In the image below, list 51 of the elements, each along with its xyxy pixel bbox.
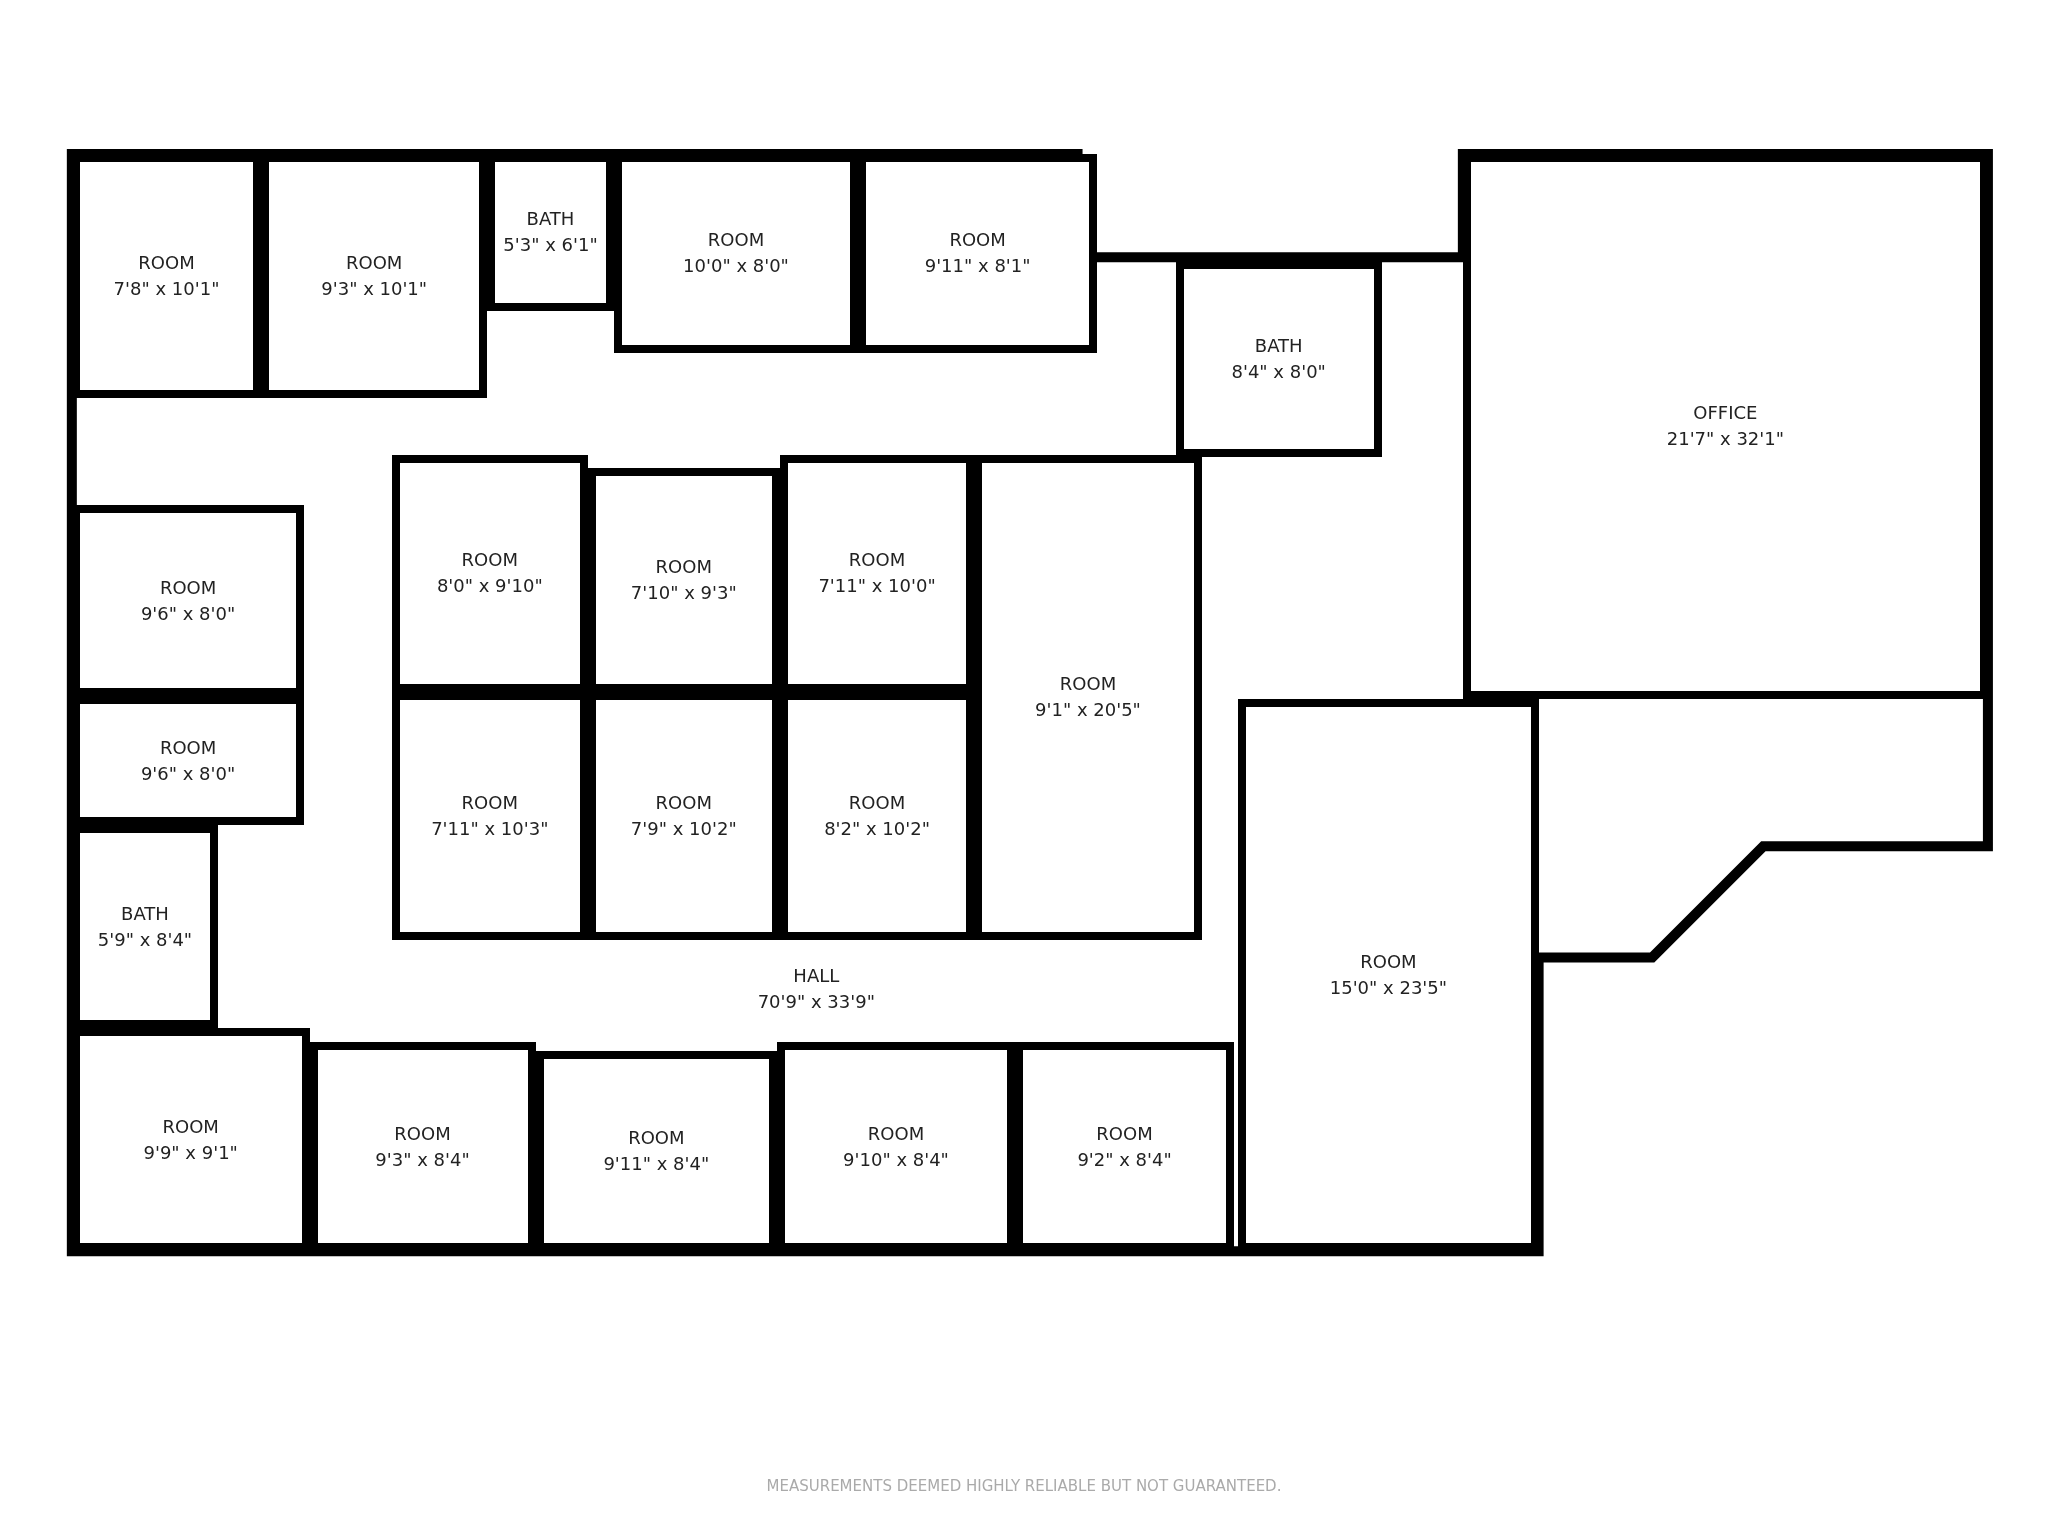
room-name: ROOM <box>461 791 518 816</box>
room-dimensions: 9'11" x 8'1" <box>924 254 1031 279</box>
room-dimensions: 9'2" x 8'4" <box>1077 1147 1172 1172</box>
room-name: BATH <box>526 207 575 232</box>
room-outline <box>974 454 1202 941</box>
room-outline <box>1175 261 1382 458</box>
room-name: ROOM <box>159 735 217 760</box>
room-name: ROOM <box>655 791 712 816</box>
room-dimensions: 9'6" x 8'0" <box>140 761 236 786</box>
room-name: ROOM <box>848 791 906 816</box>
room-name: ROOM <box>461 548 518 573</box>
room-dimensions: 7'9" x 10'2" <box>630 817 737 842</box>
room-name: ROOM <box>867 1121 925 1146</box>
room-dimensions: 9'3" x 10'1" <box>321 277 428 302</box>
room-dimensions: 8'0" x 9'10" <box>436 574 543 599</box>
room-name: ROOM <box>1059 672 1117 697</box>
room-dimensions: 7'10" x 9'3" <box>630 580 737 605</box>
room-dimensions: 9'11" x 8'4" <box>603 1152 710 1177</box>
room-dimensions: 5'9" x 8'4" <box>97 927 193 952</box>
room-name: ROOM <box>346 251 403 276</box>
room-dimensions: 9'6" x 8'0" <box>140 601 236 626</box>
room-name: ROOM <box>848 548 906 573</box>
room-dimensions: 8'4" x 8'0" <box>1231 360 1326 385</box>
room-name: ROOM <box>655 554 712 579</box>
room-name: ROOM <box>1096 1121 1153 1146</box>
room-dimensions: 21'7" x 32'1" <box>1666 427 1784 452</box>
room-dimensions: 9'3" x 8'4" <box>375 1147 470 1172</box>
room-dimensions: 10'0" x 8'0" <box>683 254 789 279</box>
room-name: ROOM <box>394 1121 451 1146</box>
room-dimensions: 8'2" x 10'2" <box>824 817 930 842</box>
room-name: OFFICE <box>1693 401 1758 426</box>
room-dimensions: 9'9" x 9'1" <box>143 1140 238 1165</box>
room-name: ROOM <box>949 228 1006 253</box>
room-dimensions: 5'3" x 6'1" <box>503 233 598 258</box>
room-name: ROOM <box>628 1126 685 1151</box>
room-dimensions: 7'11" x 10'3" <box>431 817 549 842</box>
room-name: BATH <box>1254 334 1303 359</box>
room-dimensions: 9'1" x 20'5" <box>1035 698 1141 723</box>
room-dimensions: 70'9" x 33'9" <box>757 990 875 1015</box>
room-dimensions: 9'10" x 8'4" <box>843 1147 949 1172</box>
room-name: ROOM <box>162 1114 219 1139</box>
room-name: BATH <box>121 901 169 926</box>
room-dimensions: 7'11" x 10'0" <box>818 574 936 599</box>
room-name: ROOM <box>138 251 195 276</box>
room-name: ROOM <box>1360 950 1417 974</box>
disclaimer-note: MEASUREMENTS DEEMED HIGHLY RELIABLE BUT NOT GUARANTEED. <box>766 1477 1282 1495</box>
room-dimensions: 7'8" x 10'1" <box>113 277 220 302</box>
room-dimensions: 15'0" x 23'5" <box>1329 976 1448 1000</box>
room-name: ROOM <box>707 228 765 253</box>
room-name: ROOM <box>159 575 217 600</box>
room-name: HALL <box>793 964 840 989</box>
